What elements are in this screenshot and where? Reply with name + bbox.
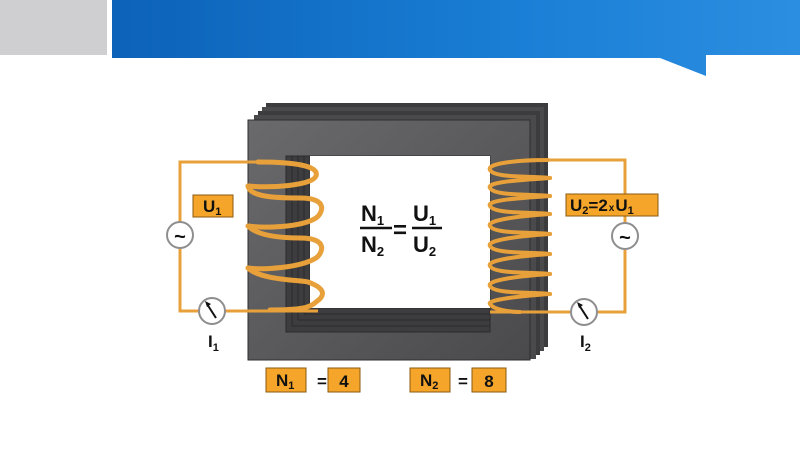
secondary-winding <box>487 158 552 314</box>
secondary-turns-label: N2 = 8 <box>409 367 507 393</box>
primary-turns-label: N1 = 4 <box>265 367 361 393</box>
svg-text:=: = <box>317 372 327 391</box>
svg-text:8: 8 <box>484 372 493 391</box>
formula-numerator-left: N1 <box>361 201 384 228</box>
ac-source-icon: ~ <box>611 222 639 250</box>
formula-equals: = <box>393 217 407 244</box>
svg-text:N1: N1 <box>276 371 294 392</box>
formula-denominator-left: N2 <box>361 232 384 259</box>
secondary-voltage-label: U2=2xU1 <box>565 193 659 217</box>
header-banner <box>112 0 800 76</box>
svg-text:U1: U1 <box>203 197 221 218</box>
ratio-formula: N1 N2 = U1 U2 <box>360 201 442 259</box>
primary-winding <box>245 159 325 313</box>
formula-numerator-right: U1 <box>413 201 436 228</box>
ammeter-icon <box>198 297 226 325</box>
primary-voltage-label: U1 <box>192 194 234 218</box>
svg-text:U2=2xU1: U2=2xU1 <box>570 196 634 217</box>
formula-denominator-right: U2 <box>413 232 436 259</box>
ammeter-icon <box>570 298 598 326</box>
core-window-depth <box>285 155 491 333</box>
header-side-block <box>0 0 107 55</box>
primary-current-label: I1 <box>208 332 219 354</box>
ac-source-icon: ~ <box>166 221 194 249</box>
secondary-current-label: I2 <box>580 332 591 354</box>
header-blue-shape <box>112 0 800 76</box>
svg-text:4: 4 <box>339 372 349 391</box>
svg-text:N2: N2 <box>420 371 438 392</box>
svg-text:~: ~ <box>174 226 186 248</box>
svg-text:=: = <box>458 372 468 391</box>
svg-text:~: ~ <box>619 227 631 249</box>
